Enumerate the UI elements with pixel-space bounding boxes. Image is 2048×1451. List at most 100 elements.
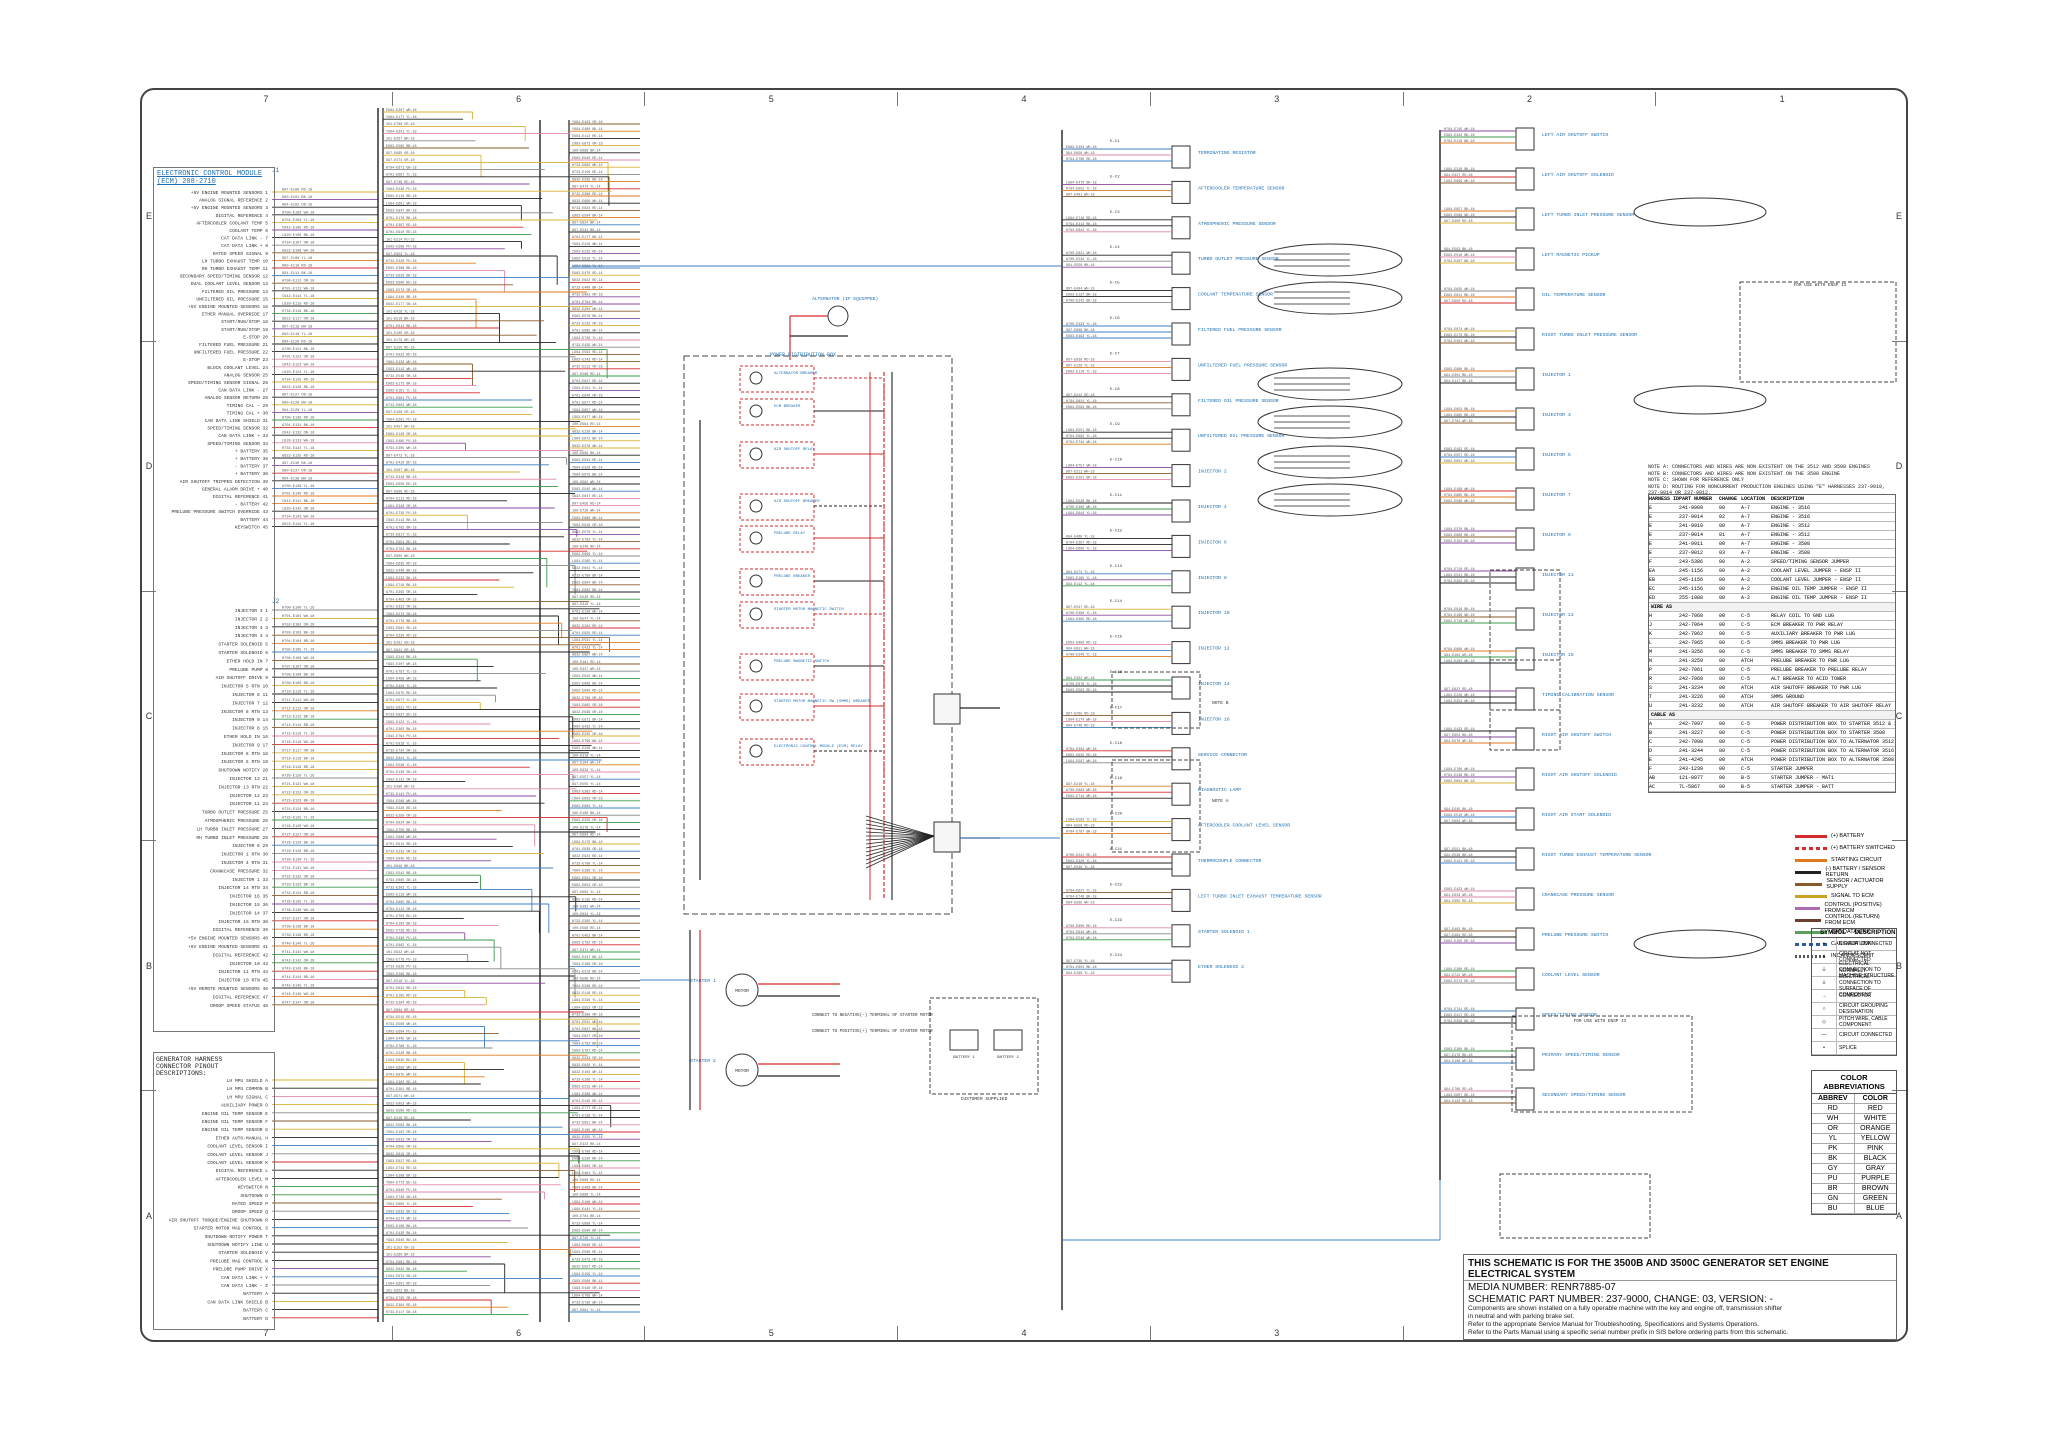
title-note: Components are shown installed on a full…	[1468, 1305, 1783, 1312]
wire-id: 997-E939 RD-18	[1066, 358, 1095, 362]
wire-id: H741-E141 WH-18	[282, 951, 314, 955]
note-d: NOTE D: ROUTING FOR NONCURRENT PRODUCTIO…	[1648, 483, 1886, 497]
sensor-label: LEFT TURBO INLET EXHAUST TEMPERATURE SEN…	[1198, 893, 1322, 899]
wire-id: H715-E115 YL-16	[282, 733, 314, 737]
wire-id: H733-E560 WH-18	[386, 1023, 417, 1027]
sensor-connector	[1515, 1007, 1535, 1031]
symbol-glyph: →	[1812, 990, 1837, 1002]
ecm-j2-label: J2	[272, 598, 280, 605]
wire-id: L994-E441 YL-14	[572, 1208, 603, 1212]
sensor-label: INJECTOR 6	[1198, 539, 1227, 545]
wire-id: Y994-E236 RD-14	[572, 985, 603, 989]
wire-id: 100-E933 YL-14	[572, 769, 601, 773]
wire-id: E963-E249 WH-14	[572, 747, 603, 751]
ecm-pin-label: GENERAL ALARM DRIVE + 40	[202, 486, 268, 492]
ecm-pin-label: START/RUN/STOP 18	[221, 319, 268, 325]
component-box	[739, 398, 815, 426]
wire-id: 997-E456 RD-14	[572, 502, 601, 506]
sensor-label: INJECTOR 1	[1542, 372, 1571, 378]
wire-id: A701-E145 RD-14	[572, 1100, 603, 1104]
wire-id: H714-E114 BR-18	[282, 724, 314, 728]
harness-cell: POWER DISTRIBUTION BOX TO ALTERNATOR 351…	[1771, 739, 1895, 745]
wire-id: L994-E663 OR-16	[572, 798, 603, 802]
sensor-label: TURBO OUTLET PRESSURE SENSOR	[1198, 256, 1279, 262]
generator-pin-label: CAN DATA LINK - Z	[221, 1283, 268, 1289]
wire-id: H794-E267 BK-18	[1444, 260, 1475, 264]
wire-id: C993-E871 BK-14	[572, 718, 603, 722]
wire-id: 101-E567 WH-18	[386, 469, 415, 473]
ecm-pin-label: ANALOG SIGNAL REFERENCE 2	[199, 198, 268, 204]
wire-id: E963-E986 RD-18	[1066, 642, 1097, 646]
ecm-j2-pin-label: RH TURBO INLET PRESSURE 28	[196, 835, 268, 841]
sensor-label: ATMOSPHERIC PRESSURE SENSOR	[1198, 221, 1276, 227]
sheet-border	[140, 88, 1908, 1342]
generator-pin-label: KEYSWITCH N	[238, 1185, 269, 1191]
wire-id: 997-E824 BK-14	[572, 222, 601, 226]
harness-cell: ENGINE - 3516	[1771, 505, 1811, 511]
connector-id: E-C11	[1110, 494, 1123, 498]
harness-cell: S	[1649, 685, 1653, 691]
wire-id: Y994-E645 BU-18	[386, 1239, 417, 1243]
wire-id: H733-E992 OR-16	[572, 294, 603, 298]
generator-pin-label: LH MPU COMMON B	[227, 1086, 269, 1092]
harness-cell: ENGINE - 3508	[1771, 550, 1811, 556]
wire-id: L994-E531 YL-14	[572, 639, 603, 643]
harness-cell: 00	[1719, 694, 1726, 700]
component-box	[739, 441, 815, 469]
color-table-header: ABBREV COLOR	[1812, 1094, 1896, 1104]
harness-cell: A-7	[1741, 514, 1751, 520]
wire-id: 100-E100 BK-14	[572, 812, 601, 816]
wire-id: 997-E518 YL-18	[386, 980, 415, 984]
harness-cell: 00	[1719, 559, 1726, 565]
wire-id: H794-E338 RD-18	[386, 634, 417, 638]
wire-id: 997-E494 WH-18	[1066, 288, 1095, 292]
connector-id: E-C13	[1110, 565, 1123, 569]
wire-id: E963-E116 WH-18	[386, 894, 417, 898]
harness-cell: 00	[1719, 541, 1726, 547]
wire-id: A701-E793 BU-18	[386, 915, 417, 919]
ecm-pin-label: PRELUBE PRESSURE SWITCH OVERRIDE 43	[172, 509, 269, 515]
wire-id: H733-E159 RD-14	[572, 171, 603, 175]
wire-id: H740-E140 YL-16	[282, 943, 314, 947]
wire-id: H733-E398 RD-14	[572, 193, 603, 197]
connector-id: E-C22	[1110, 883, 1123, 887]
wire-id: E963-E580 BK-14	[572, 1230, 603, 1234]
wire-id: E963-E804 BK-14	[572, 582, 603, 586]
wire-id: H747-E147 OR-18	[282, 1001, 314, 1005]
harness-cell: ECM BREAKER TO PWR RELAY	[1771, 622, 1844, 628]
wire-id: L994-E743 RD-18	[386, 1167, 417, 1171]
harness-cell: SMMS BREAKER TO PWR LUG	[1771, 640, 1841, 646]
wire-id: E963-E593 BK-18	[1066, 406, 1097, 410]
wire-id: L994-E318 BK-18	[1444, 168, 1475, 172]
wire-id: E963-E811 BK-18	[1444, 294, 1475, 298]
ecm-j2-pin-label: AIR SHUTOFF DRIVE 9	[216, 675, 269, 681]
wire-id: A701-E531 WH-14	[572, 1021, 603, 1025]
wire-id: 994-E117 BK-18	[1444, 380, 1473, 384]
title-block: THIS SCHEMATIC IS FOR THE 3500B AND 3500…	[1463, 1254, 1897, 1340]
harness-cell: C	[1649, 739, 1653, 745]
connector-id: E-C15	[1110, 636, 1123, 640]
wire-id: A701-E735 PU-18	[386, 512, 417, 516]
ecm-j2-pin-label: INJECTOR 4 3	[235, 625, 268, 631]
ecm-j2-pin-label: INJECTOR 8 15	[232, 726, 268, 732]
zone-row: D	[142, 340, 156, 591]
wire-id: C993-E981 RD-18	[386, 627, 417, 631]
generator-pin-label: ENGINE OIL TEMP SENSOR G	[202, 1127, 268, 1133]
harness-cell: 241-3227	[1679, 730, 1704, 736]
wire-id: 994-E558 RD-18	[1066, 825, 1095, 829]
wire-id: E963-E683 YL-14	[572, 805, 603, 809]
ecm-pin-label: + BATTERY 36	[235, 456, 268, 462]
wire-id: 997-E118 WH-18	[282, 325, 312, 329]
wire-id: 100-E784 BK-14	[572, 1215, 601, 1219]
legend-label: CAN DATA LINK	[1831, 941, 1872, 947]
note-group-b	[1111, 671, 1201, 729]
wire-id: H709-E109 BR-18	[282, 682, 314, 686]
wire-id: E963-E696 YL-14	[572, 553, 603, 557]
wire-id: A700-E130 RD-18	[282, 417, 314, 421]
wire-id: C993-E574 OR-18	[386, 289, 417, 293]
